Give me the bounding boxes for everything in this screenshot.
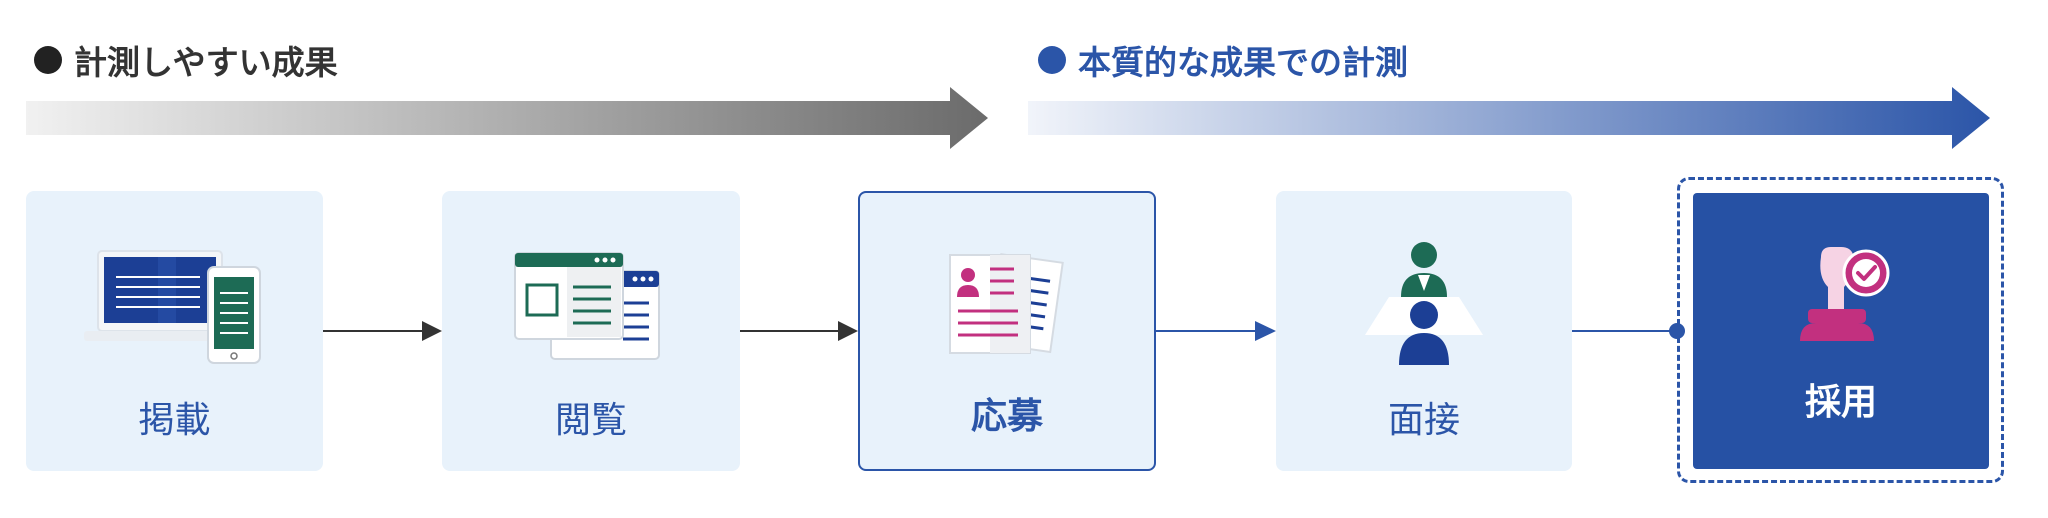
interview-people-icon (1365, 242, 1483, 365)
blue-gradient-arrow (1028, 87, 1990, 149)
laptop-and-phone-icon (83, 250, 261, 364)
essential-results-heading: 本質的な成果での計測 (1038, 36, 1408, 84)
essential-results-label: 本質的な成果での計測 (1078, 43, 1408, 82)
approval-stamp-icon (1800, 247, 1890, 341)
step-connectors (323, 321, 1685, 341)
step-card-interview: 面接 (1276, 191, 1572, 471)
step-card-hire: 採用 (1693, 193, 1989, 469)
step-card-post: 掲載 (26, 191, 323, 471)
step-label-hire: 採用 (1804, 382, 1877, 423)
bullet-dot-icon (34, 46, 62, 74)
measurable-results-heading: 計測しやすい成果 (34, 36, 338, 84)
gray-gradient-arrow (26, 87, 988, 149)
connector-post-to-view (323, 321, 442, 341)
step-card-view: 閲覧 (442, 191, 740, 471)
progress-arrows (26, 87, 1990, 149)
step-label-apply: 応募 (970, 396, 1043, 437)
connector-apply-to-interview (1156, 321, 1276, 341)
hire-highlight-frame (1677, 177, 2004, 483)
measurable-results-label: 計測しやすい成果 (74, 43, 338, 82)
step-label-post: 掲載 (138, 400, 211, 441)
browser-windows-icon (514, 252, 660, 360)
resume-documents-icon (949, 253, 1064, 354)
bullet-dot-icon (1038, 46, 1066, 74)
connector-view-to-apply (740, 321, 858, 341)
step-label-interview: 面接 (1387, 400, 1460, 441)
step-card-apply: 応募 (858, 191, 1156, 471)
connector-interview-to-hire (1572, 323, 1685, 339)
step-label-view: 閲覧 (554, 400, 627, 441)
